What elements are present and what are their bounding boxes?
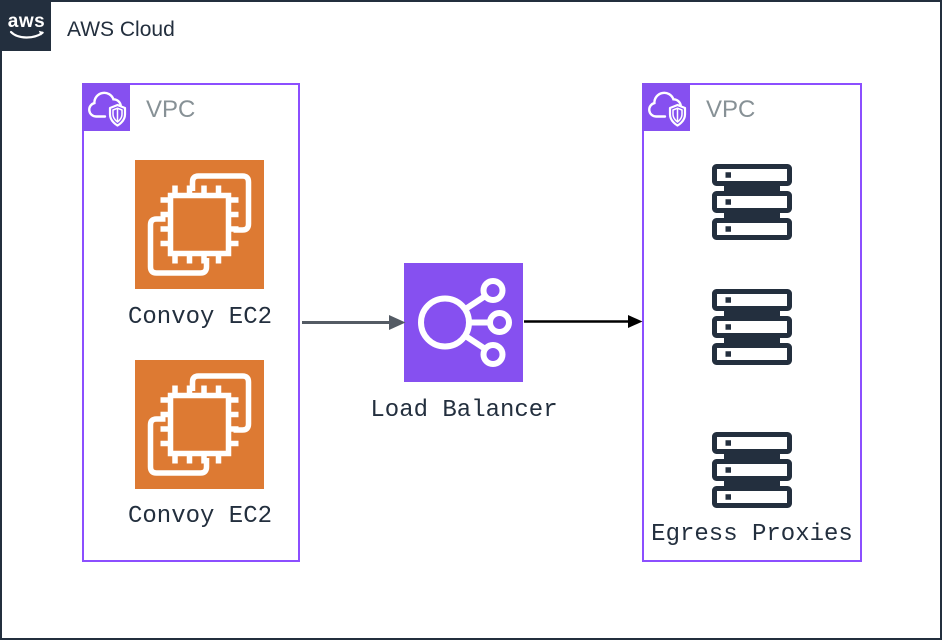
vpc-label-left: VPC xyxy=(146,96,196,123)
load-balancer-label: Load Balancer xyxy=(370,397,558,424)
servers-icon xyxy=(712,164,792,240)
server-stack-icon xyxy=(712,289,792,365)
arrow-lb-to-proxies xyxy=(524,315,643,328)
aws-logo-text: aws xyxy=(7,10,46,32)
aws-logo-badge: aws xyxy=(2,2,51,51)
arrow-ec2-to-lb xyxy=(302,315,406,330)
load-balancer-icon xyxy=(404,263,523,382)
vpc-cloud-shield-icon xyxy=(648,91,687,127)
ec2-instance-icon xyxy=(135,160,264,289)
servers-icon xyxy=(712,432,792,508)
aws-smile-icon xyxy=(9,30,44,39)
server-stack-icon xyxy=(712,164,792,240)
ec2-node-label: Convoy EC2 xyxy=(127,304,273,331)
aws-cloud-title: AWS Cloud xyxy=(67,18,175,41)
load-balancer-glyph-icon xyxy=(418,278,512,367)
egress-proxies-label: Egress Proxies xyxy=(651,521,853,548)
vpc-label-right: VPC xyxy=(706,96,756,123)
ec2-instance-icon xyxy=(135,360,264,489)
vpc-icon xyxy=(82,83,130,131)
vpc-cloud-shield-icon xyxy=(88,91,127,127)
servers-icon xyxy=(712,289,792,365)
ec2-chip-icon xyxy=(147,173,252,276)
ec2-node-label: Convoy EC2 xyxy=(127,503,273,530)
ec2-chip-icon xyxy=(147,373,252,476)
server-stack-icon xyxy=(712,432,792,508)
vpc-icon xyxy=(642,83,690,131)
